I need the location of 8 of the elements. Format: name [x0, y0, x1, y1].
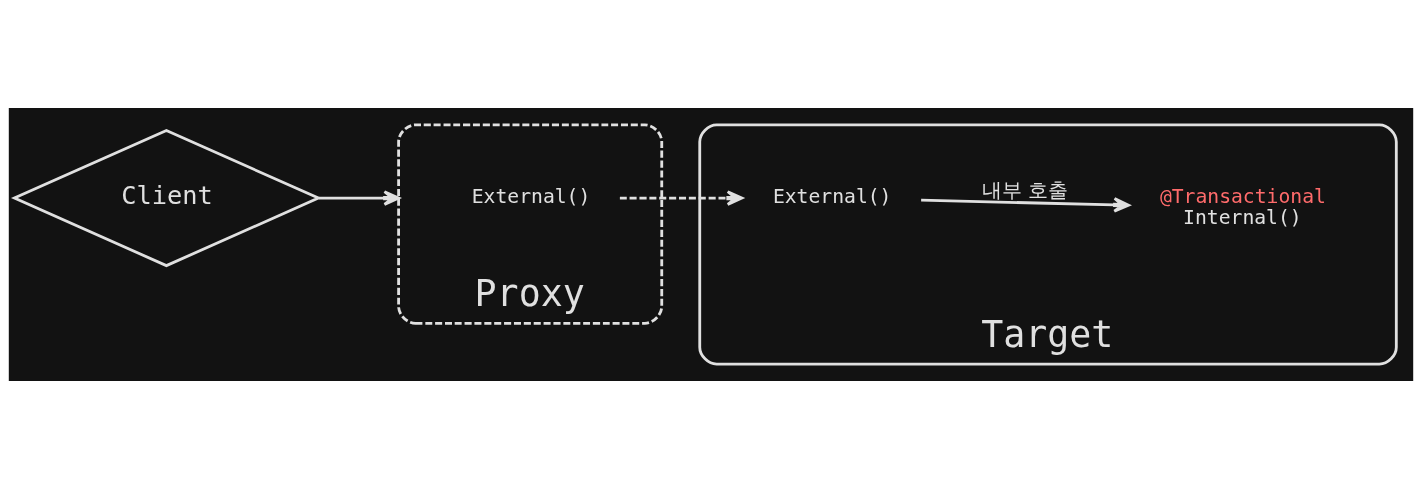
node-text: @Transactional Internal() — [1159, 184, 1326, 229]
node-text: External() — [772, 184, 892, 208]
arrow — [921, 196, 1130, 213]
node-diamond: Client — [10, 128, 322, 267]
node-text: External() — [471, 184, 591, 208]
arrow — [318, 189, 400, 206]
arrow — [619, 189, 744, 206]
edge-label: 내부 호출 — [981, 178, 1068, 202]
